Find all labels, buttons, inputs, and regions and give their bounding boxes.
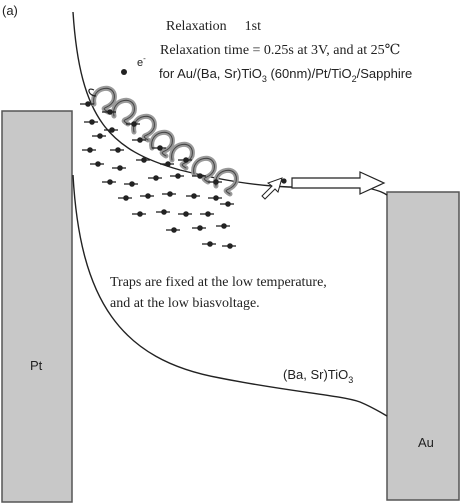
trap-level bbox=[208, 179, 222, 185]
trap-level bbox=[124, 181, 138, 187]
trap-level bbox=[156, 209, 170, 215]
trap-level bbox=[160, 161, 174, 167]
trap-level bbox=[186, 193, 200, 199]
hopping-loop-outline bbox=[133, 115, 155, 141]
pt-electrode bbox=[1, 110, 73, 503]
trap-level bbox=[84, 119, 98, 125]
hopping-loop-outline bbox=[215, 169, 237, 195]
trap-level bbox=[118, 195, 132, 201]
trap-level bbox=[220, 201, 234, 207]
emission-arrow bbox=[291, 171, 386, 195]
trap-level bbox=[112, 165, 126, 171]
trap-level bbox=[200, 211, 214, 217]
trap-level bbox=[216, 223, 230, 229]
electron-dot bbox=[121, 69, 127, 75]
trap-level bbox=[222, 243, 236, 249]
trap-level bbox=[102, 109, 116, 115]
trap-level bbox=[82, 147, 96, 153]
trap-level bbox=[92, 133, 106, 139]
hopping-loop-outline bbox=[171, 143, 193, 169]
trap-level bbox=[192, 225, 206, 231]
note-line2: and at the low biasvoltage. bbox=[110, 296, 260, 311]
valence-band-curve bbox=[72, 174, 388, 417]
trap-level bbox=[166, 227, 180, 233]
note-line1: Traps are fixed at the low temperature, bbox=[110, 275, 327, 290]
hopping-loop-outline bbox=[151, 131, 173, 157]
trap-level bbox=[90, 161, 104, 167]
trap-level bbox=[80, 101, 94, 107]
trap-level bbox=[192, 173, 206, 179]
trap-level bbox=[102, 179, 116, 185]
heading-line2: Relaxation time = 0.25s at 3V, and at 25… bbox=[160, 43, 400, 58]
trap-level bbox=[152, 145, 166, 151]
trap-level bbox=[202, 241, 216, 247]
trap-level bbox=[148, 175, 162, 181]
hopping-loop-outline bbox=[93, 87, 115, 113]
material-label: (Ba, Sr)TiO3 bbox=[283, 367, 353, 385]
trap-level bbox=[104, 127, 118, 133]
trap-levels bbox=[80, 101, 236, 249]
au-electrode bbox=[386, 191, 460, 501]
escaping-electron-dot bbox=[281, 178, 287, 184]
hopping-spirals bbox=[88, 85, 239, 197]
hopping-loop-outline bbox=[193, 157, 215, 183]
pt-label: Pt bbox=[30, 358, 43, 373]
trap-level bbox=[132, 137, 146, 143]
trap-level bbox=[136, 157, 150, 163]
panel-label: (a) bbox=[2, 3, 18, 18]
trap-level bbox=[170, 173, 184, 179]
hop-arrow bbox=[261, 177, 283, 200]
trap-level bbox=[178, 211, 192, 217]
electron-label: e- bbox=[137, 54, 146, 69]
trap-level bbox=[178, 157, 192, 163]
trap-level bbox=[132, 211, 146, 217]
hopping-start-hook bbox=[88, 88, 97, 97]
trap-level bbox=[110, 147, 124, 153]
au-label: Au bbox=[418, 435, 434, 450]
trap-level bbox=[208, 195, 222, 201]
trap-level bbox=[162, 191, 176, 197]
heading-line3: for Au/(Ba, Sr)TiO3 (60nm)/Pt/TiO2/Sapph… bbox=[159, 66, 412, 84]
hopping-loop-outline bbox=[113, 99, 135, 125]
trap-level bbox=[140, 193, 154, 199]
trap-level bbox=[126, 121, 140, 127]
